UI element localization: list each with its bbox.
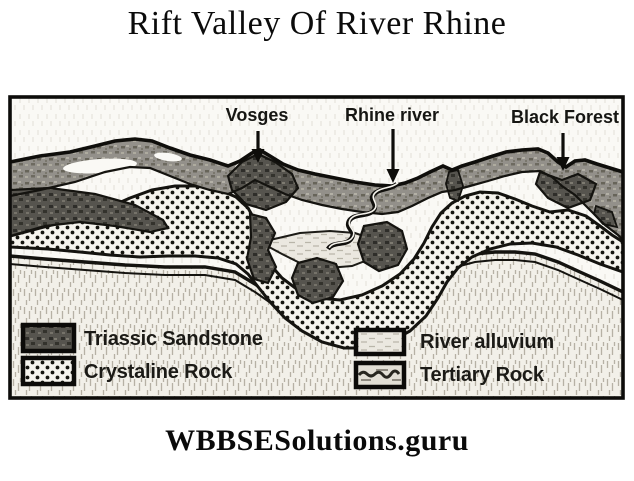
black-forest-arrow down-arrow-icon — [556, 133, 570, 171]
rift-valley-fill — [245, 182, 409, 305]
watermark: WBBSESolutions.guru — [165, 424, 469, 457]
legend-label-crystaline-rock: Crystaline Rock — [84, 361, 233, 383]
legend-label-triassic-sandstone: Triassic Sandstone — [84, 328, 263, 350]
triassic-sandstone-masses — [8, 152, 619, 238]
legend-swatch-river-alluvium — [353, 327, 407, 357]
legend-swatch-tertiary-rock — [353, 360, 407, 390]
label-vosges: Vosges — [225, 105, 289, 125]
rhine-river-arrow down-arrow-icon — [386, 129, 400, 183]
vosges-arrow down-arrow-icon — [251, 131, 265, 163]
label-black-forest: Black Forest — [510, 107, 620, 127]
label-rhine-river: Rhine river — [344, 105, 440, 125]
sunken-block-center — [290, 256, 345, 305]
rhine-river-meander — [326, 182, 399, 251]
page-title: Rift Valley Of River Rhine — [127, 5, 507, 42]
sunken-block-right — [356, 220, 409, 273]
legend-swatch-crystaline-rock — [20, 355, 77, 387]
legend-label-river-alluvium: River alluvium — [420, 331, 554, 353]
diagram-border — [8, 95, 625, 400]
legend-swatch-triassic-sandstone — [20, 322, 77, 354]
sunken-block-left — [245, 212, 278, 285]
legend-swatches — [20, 322, 407, 390]
legend-label-tertiary-rock: Tertiary Rock — [420, 364, 544, 386]
